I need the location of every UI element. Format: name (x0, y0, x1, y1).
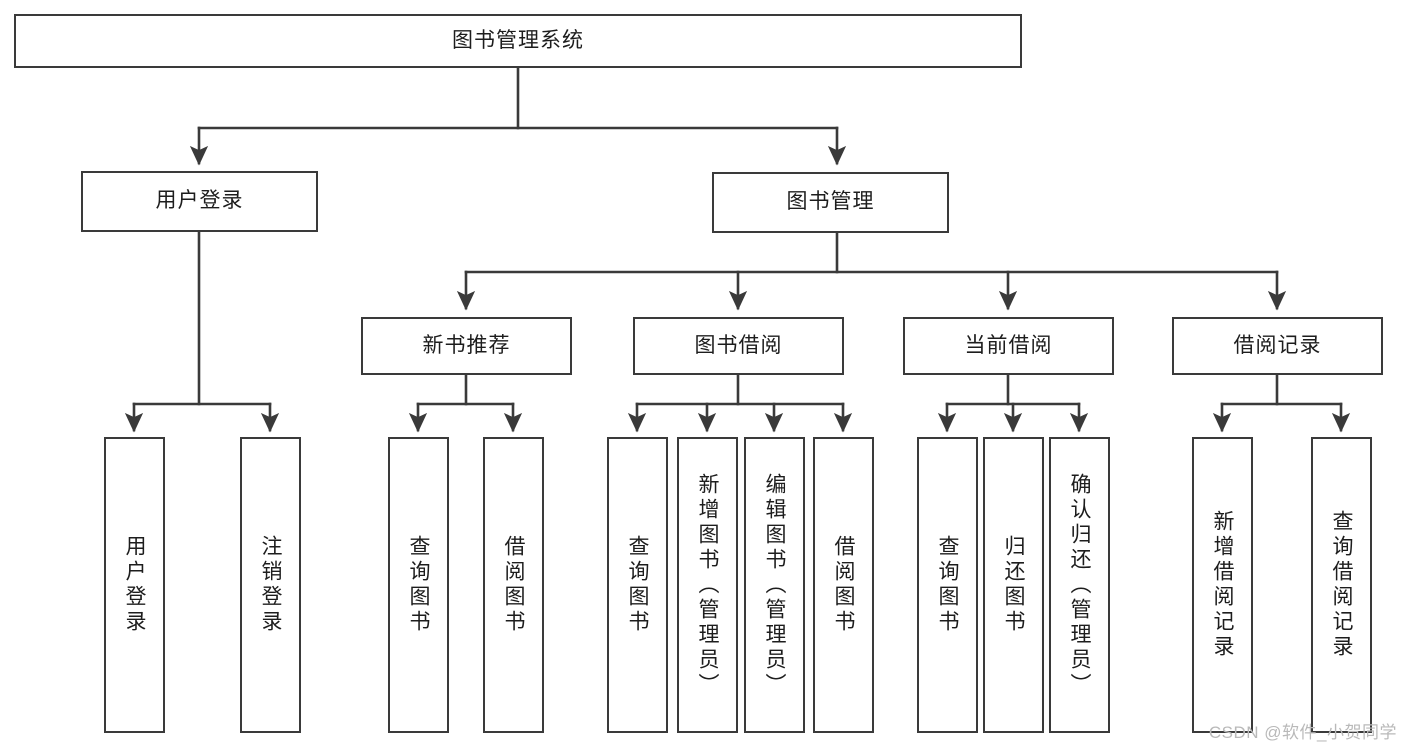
node-label: 归还图书 (1002, 535, 1025, 635)
node-label: 图书管理系统 (452, 28, 584, 52)
node-label: 编辑图书（管理员） (763, 472, 786, 698)
node-root-system[interactable]: 图书管理系统 (14, 14, 1022, 68)
watermark-text: CSDN @软件_小贺同学 (1208, 723, 1397, 742)
node-label: 新增借阅记录 (1211, 510, 1234, 660)
leaf-borrow-book[interactable]: 借阅图书 (813, 437, 874, 733)
node-label: 用户登录 (123, 535, 146, 635)
node-label: 图书管理 (786, 190, 875, 214)
leaf-query-book-recommend[interactable]: 查询图书 (388, 437, 449, 733)
node-label: 图书借阅 (694, 333, 783, 357)
node-label: 借阅图书 (502, 535, 525, 635)
node-current-borrow[interactable]: 当前借阅 (903, 317, 1114, 375)
leaf-query-borrow-record[interactable]: 查询借阅记录 (1311, 437, 1372, 733)
leaf-add-borrow-record[interactable]: 新增借阅记录 (1192, 437, 1253, 733)
leaf-borrow-book-recommend[interactable]: 借阅图书 (483, 437, 544, 733)
node-label: 查询图书 (936, 535, 959, 635)
node-label: 新书推荐 (422, 333, 511, 357)
node-book-management[interactable]: 图书管理 (712, 172, 949, 233)
leaf-query-book-borrow[interactable]: 查询图书 (607, 437, 668, 733)
node-label: 借阅记录 (1233, 333, 1322, 357)
leaf-return-book[interactable]: 归还图书 (983, 437, 1044, 733)
node-book-borrow[interactable]: 图书借阅 (633, 317, 844, 375)
node-borrow-record[interactable]: 借阅记录 (1172, 317, 1383, 375)
leaf-query-book-current[interactable]: 查询图书 (917, 437, 978, 733)
node-label: 新增图书（管理员） (696, 472, 719, 698)
leaf-edit-book-admin[interactable]: 编辑图书（管理员） (744, 437, 805, 733)
leaf-confirm-return-admin[interactable]: 确认归还（管理员） (1049, 437, 1110, 733)
node-label: 查询借阅记录 (1330, 510, 1353, 660)
leaf-user-login[interactable]: 用户登录 (104, 437, 165, 733)
leaf-add-book-admin[interactable]: 新增图书（管理员） (677, 437, 738, 733)
leaf-logout[interactable]: 注销登录 (240, 437, 301, 733)
node-user-login[interactable]: 用户登录 (81, 171, 318, 232)
node-label: 查询图书 (407, 535, 430, 635)
node-label: 查询图书 (626, 535, 649, 635)
node-new-book-recommend[interactable]: 新书推荐 (361, 317, 572, 375)
node-label: 用户登录 (155, 189, 244, 213)
node-label: 注销登录 (259, 535, 282, 635)
node-label: 借阅图书 (832, 535, 855, 635)
node-label: 当前借阅 (964, 333, 1053, 357)
node-label: 确认归还（管理员） (1068, 472, 1091, 698)
